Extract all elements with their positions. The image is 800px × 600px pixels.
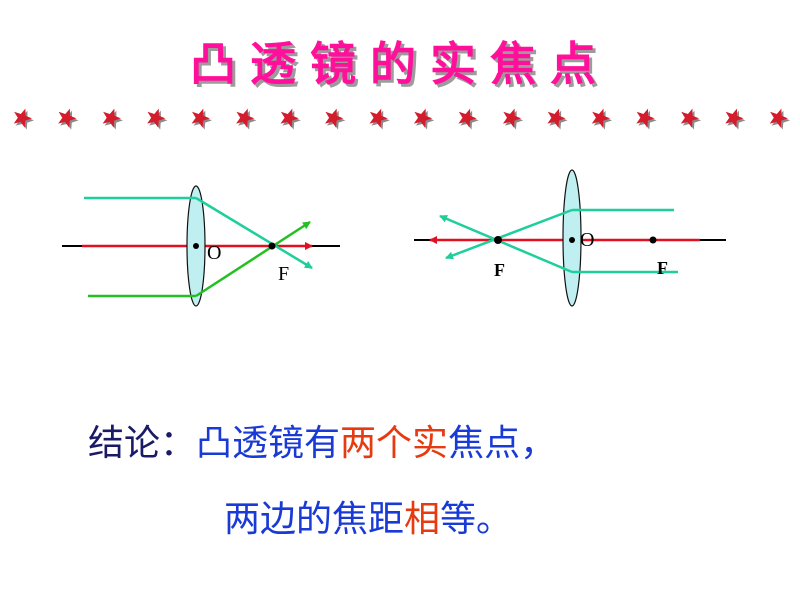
conclusion-seg-2-2: 相 [404, 499, 441, 540]
right-focus-right-point [649, 236, 657, 244]
left-center-label: O [207, 242, 221, 264]
five-point-star-icon [102, 108, 121, 128]
conclusion-seg-1-4: 焦点， [448, 423, 557, 464]
five-point-star-icon [725, 108, 744, 128]
five-point-star-icon [502, 108, 522, 128]
right-teal-ray-out-bottom [439, 214, 573, 274]
five-point-star-icon [236, 108, 255, 128]
slide-title: 凸透镜的实焦点 [190, 37, 610, 91]
left-center-point [193, 243, 199, 249]
left-teal-ray-out [195, 196, 313, 270]
five-point-star-icon [591, 108, 611, 128]
left-green-ray-out [195, 220, 311, 298]
right-teal-ray-out-top [445, 208, 573, 260]
five-point-star-icon [369, 108, 388, 128]
right-focus-left-label: F [494, 260, 505, 280]
conclusion-seg-2-1: 两边的焦距 [224, 499, 405, 540]
five-point-star-icon [280, 108, 299, 128]
right-center-label: O [580, 229, 594, 251]
right-focus-left-point [494, 236, 502, 244]
conclusion-line-1: 结论：凸透镜有两个实焦点， [88, 414, 556, 466]
five-point-star-icon [680, 108, 700, 128]
right-center-point [569, 237, 575, 243]
five-point-star-icon [191, 108, 210, 128]
five-point-star-icon [325, 108, 344, 128]
right-focus-right-label: F [657, 258, 668, 278]
left-focus-label: F [278, 263, 289, 285]
conclusion-line-2: 两边的焦距相等。 [224, 490, 512, 542]
five-point-star-icon [458, 108, 477, 128]
conclusion-seg-2-3: 等。 [440, 499, 513, 540]
conclusion-label: 结论： [88, 423, 197, 464]
star-divider [13, 108, 790, 130]
five-point-star-icon [58, 108, 77, 128]
conclusion-seg-1-1: 凸透镜有 [196, 423, 341, 464]
left-lens-diagram: O F [62, 185, 340, 307]
five-point-star-icon [413, 108, 433, 128]
left-focus-point [268, 242, 276, 250]
five-point-star-icon [13, 108, 32, 128]
five-point-star-icon [547, 108, 566, 128]
five-point-star-icon [636, 108, 655, 128]
conclusion-seg-1-2: 两个 [340, 423, 413, 464]
five-point-star-icon [147, 108, 166, 128]
convex-lens-diagrams: O F O F F [62, 169, 726, 307]
conclusion-seg-1-3: 实 [412, 423, 449, 464]
right-lens-diagram: O F F [414, 169, 726, 307]
five-point-star-icon [769, 108, 788, 128]
